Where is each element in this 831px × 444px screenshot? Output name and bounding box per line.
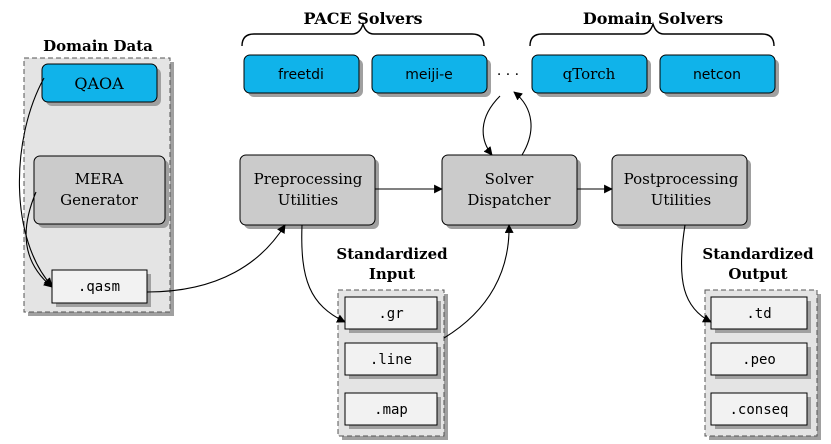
qaoa-label: QAOA — [74, 74, 124, 93]
output-file-td-label: .td — [746, 306, 771, 322]
pace-solvers-label: PACE Solvers — [304, 9, 423, 28]
input-file-map-label: .map — [374, 402, 408, 418]
qasm-file: .qasm — [51, 269, 151, 307]
output-file-td: .td — [710, 296, 811, 333]
arrow-input-to-dispatcher — [443, 224, 514, 339]
arrow-solvers-to-dispatcher — [482, 95, 501, 156]
domain-data-label: Domain Data — [43, 37, 153, 55]
postprocessing-box: Postprocessing Utilities — [611, 154, 751, 229]
std-input-label-line2: Input — [369, 265, 415, 283]
pace-brace — [241, 21, 485, 47]
mera-label-line1: MERA — [75, 170, 124, 188]
std-input-label-line1: Standardized — [336, 245, 448, 263]
solver-meiji-e: meiji-e — [371, 54, 491, 97]
input-file-line-label: .line — [370, 352, 412, 368]
solver-meiji-e-label: meiji-e — [405, 67, 453, 83]
std-output-label-line2: Output — [728, 265, 787, 283]
postprocessing-label-line2: Utilities — [651, 191, 711, 209]
arrow-pre-to-input — [301, 224, 346, 323]
output-file-peo: .peo — [710, 342, 811, 379]
arrow-dispatcher-to-solvers — [513, 91, 532, 156]
arrow-qaoa-to-qasm — [18, 77, 53, 287]
preprocessing-label-line1: Preprocessing — [254, 170, 363, 188]
input-file-gr: .gr — [344, 296, 441, 333]
preprocessing-box: Preprocessing Utilities — [239, 154, 379, 229]
arrow-mera-to-qasm — [25, 191, 53, 288]
dispatcher-label-line2: Dispatcher — [467, 191, 551, 209]
solver-freetdi: freetdi — [243, 54, 363, 97]
qasm-label: .qasm — [78, 279, 120, 295]
arrow-post-to-output — [680, 224, 712, 323]
mera-generator-box: MERA Generator — [33, 155, 169, 228]
output-file-conseq-label: .conseq — [729, 402, 788, 418]
domain-solvers-brace — [529, 21, 775, 47]
output-file-conseq: .conseq — [710, 392, 811, 429]
arrow-qasm-to-preprocessing — [146, 224, 286, 293]
solver-qtorch-label: qTorch — [563, 65, 616, 83]
postprocessing-label-line1: Postprocessing — [624, 170, 739, 188]
input-file-gr-label: .gr — [378, 306, 403, 322]
input-file-line: .line — [344, 342, 441, 379]
std-output-label-line1: Standardized — [702, 245, 814, 263]
mera-label-line2: Generator — [60, 191, 139, 209]
qaoa-box: QAOA — [41, 63, 161, 106]
solver-netcon: netcon — [659, 54, 779, 97]
solver-qtorch: qTorch — [531, 54, 651, 97]
solver-freetdi-label: freetdi — [278, 67, 324, 83]
solver-netcon-label: netcon — [693, 67, 741, 83]
domain-solvers-label: Domain Solvers — [583, 9, 723, 28]
dispatcher-box: Solver Dispatcher — [441, 154, 581, 229]
output-file-peo-label: .peo — [742, 352, 776, 368]
input-file-map: .map — [344, 392, 441, 429]
dispatcher-label-line1: Solver — [485, 170, 534, 188]
preprocessing-label-line2: Utilities — [278, 191, 338, 209]
more-solvers-ellipsis: · · · — [497, 67, 519, 83]
